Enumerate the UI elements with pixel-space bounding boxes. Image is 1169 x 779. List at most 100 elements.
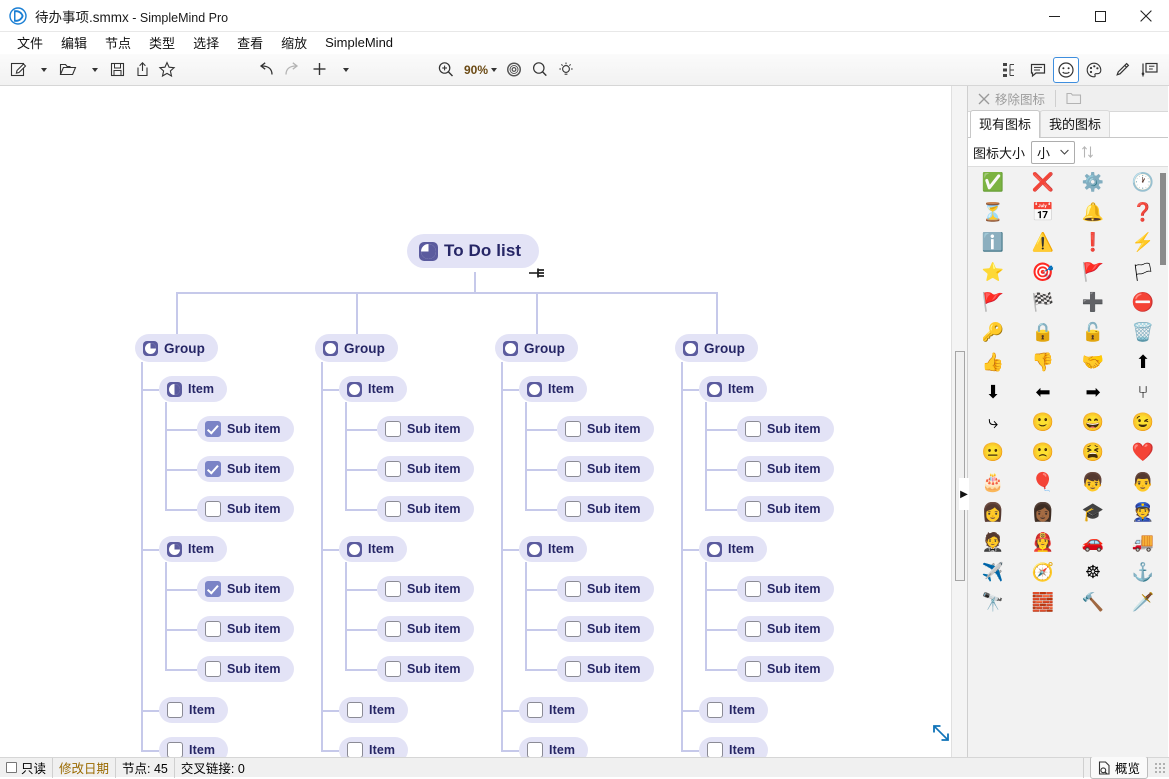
- progress-pie-icon[interactable]: [527, 381, 542, 397]
- favorite-star-icon[interactable]: [154, 57, 180, 83]
- smiley-grin-icon[interactable]: 😄: [1081, 412, 1105, 432]
- checkbox-unchecked-icon[interactable]: [565, 461, 581, 477]
- progress-pie-icon[interactable]: [503, 340, 518, 356]
- red-flag-icon[interactable]: 🚩: [981, 292, 1005, 312]
- mindmap-node-item-1-2[interactable]: Item: [159, 536, 228, 562]
- businessman-icon[interactable]: 🤵: [981, 532, 1005, 552]
- binoculars-icon[interactable]: 🔭: [981, 592, 1005, 612]
- bell-icon[interactable]: 🔔: [1081, 202, 1105, 222]
- progress-pie-icon[interactable]: [167, 381, 182, 397]
- calendar-icon[interactable]: 📅: [1031, 202, 1055, 222]
- mindmap-node-subitem-1-2-2[interactable]: Sub item: [197, 616, 294, 642]
- overview-button[interactable]: 概览: [1089, 756, 1148, 779]
- progress-pie-icon[interactable]: [167, 541, 182, 557]
- mindmap-node-subitem-4-1-2[interactable]: Sub item: [737, 456, 834, 482]
- progress-pie-icon[interactable]: [419, 241, 438, 261]
- checkbox-unchecked-icon[interactable]: [745, 501, 761, 517]
- mindmap-node-item-4-3[interactable]: Item: [699, 697, 769, 723]
- checkbox-checked-icon[interactable]: [205, 461, 221, 477]
- fit-to-screen-icon[interactable]: [931, 723, 953, 745]
- checkbox-unchecked-icon[interactable]: [205, 661, 221, 677]
- mindmap-node-subitem-2-2-2[interactable]: Sub item: [377, 616, 474, 642]
- checkbox-unchecked-icon[interactable]: [745, 621, 761, 637]
- menu-simplemind[interactable]: SimpleMind: [325, 35, 394, 50]
- icon-size-select[interactable]: 小: [1031, 140, 1076, 164]
- brick-wall-icon[interactable]: 🧱: [1031, 592, 1055, 612]
- menu-edit[interactable]: 编辑: [61, 36, 88, 51]
- tab-existing-icons[interactable]: 现有图标: [970, 110, 1041, 138]
- icons-panel-icon[interactable]: [1053, 57, 1079, 83]
- arrow-down-circle-icon[interactable]: ⬇: [985, 382, 1001, 402]
- checkbox-unchecked-icon[interactable]: [167, 702, 183, 718]
- presentation-icon[interactable]: [1137, 57, 1163, 83]
- checkbox-checked-icon[interactable]: [205, 581, 221, 597]
- firefighter-icon[interactable]: 👩‍🚒: [1031, 532, 1055, 552]
- mindmap-node-subitem-4-1-1[interactable]: Sub item: [737, 416, 834, 442]
- mindmap-node-group-2[interactable]: Group: [315, 334, 398, 362]
- close-button[interactable]: [1123, 0, 1169, 32]
- hammer-icon[interactable]: 🔨: [1081, 592, 1105, 612]
- checkbox-unchecked-icon[interactable]: [745, 461, 761, 477]
- mindmap-node-root[interactable]: To Do list: [407, 234, 540, 268]
- readonly-toggle[interactable]: 只读: [0, 757, 54, 778]
- checkbox-unchecked-icon[interactable]: [707, 742, 723, 757]
- modified-date-cell[interactable]: 修改日期: [53, 757, 117, 778]
- person-woman-red-icon[interactable]: 👩: [981, 502, 1005, 522]
- minus-circle-icon[interactable]: ⛔: [1131, 292, 1155, 312]
- mindmap-node-subitem-3-2-1[interactable]: Sub item: [557, 576, 654, 602]
- target-dart-icon[interactable]: 🎯: [1031, 262, 1055, 282]
- arrow-left-circle-icon[interactable]: ⬅: [1035, 382, 1051, 402]
- ship-wheel-icon[interactable]: ☸: [1084, 562, 1102, 582]
- redo-icon[interactable]: [279, 57, 306, 83]
- icon-grid-pane[interactable]: ✅❌⚙️🕐⏳📅🔔❓ℹ️⚠️❗⚡⭐🎯🚩🏳🚩🏁➕⛔🔑🔒🔓🗑️👍👎🤝⬆⬇⬅➡⑂⤷🙂😄😉…: [968, 166, 1168, 757]
- compass-icon[interactable]: 🧭: [1031, 562, 1055, 582]
- minimize-button[interactable]: [1031, 0, 1077, 32]
- add-node-icon[interactable]: [306, 57, 333, 83]
- mindmap-node-group-4[interactable]: Group: [675, 334, 758, 362]
- mindmap-node-group-3[interactable]: Group: [495, 334, 578, 362]
- mindmap-node-item-3-1[interactable]: Item: [519, 376, 588, 402]
- open-folder-dropdown[interactable]: [82, 57, 106, 83]
- checkered-flag-icon[interactable]: 🏁: [1031, 292, 1055, 312]
- smiley-weary-icon[interactable]: 😫: [1081, 442, 1105, 462]
- mindmap-node-subitem-2-1-1[interactable]: Sub item: [377, 416, 474, 442]
- checkbox-unchecked-icon[interactable]: [565, 501, 581, 517]
- exclamation-diamond-icon[interactable]: ❗: [1081, 232, 1105, 252]
- police-officer-icon[interactable]: 👮: [1131, 502, 1155, 522]
- checkbox-unchecked-icon[interactable]: [385, 661, 401, 677]
- checkbox-unchecked-icon[interactable]: [205, 501, 221, 517]
- split-arrows-icon[interactable]: ⑂: [1137, 382, 1149, 402]
- birthday-cake-icon[interactable]: 🎂: [981, 472, 1005, 492]
- info-icon[interactable]: ℹ️: [981, 232, 1005, 252]
- check-circle-icon[interactable]: ✅: [981, 172, 1005, 192]
- progress-pie-icon[interactable]: [707, 541, 722, 557]
- mindmap-node-item-4-2[interactable]: Item: [699, 536, 768, 562]
- heart-icon[interactable]: ❤️: [1131, 442, 1155, 462]
- icons-panel-scrollbar[interactable]: [1159, 167, 1168, 757]
- canvas-scroll-thumb[interactable]: [955, 351, 965, 581]
- mindmap-node-subitem-1-1-2[interactable]: Sub item: [197, 456, 294, 482]
- mindmap-node-subitem-3-1-1[interactable]: Sub item: [557, 416, 654, 442]
- checkbox-unchecked-icon[interactable]: [565, 421, 581, 437]
- checkbox-unchecked-icon[interactable]: [205, 621, 221, 637]
- key-icon[interactable]: 🔑: [981, 322, 1005, 342]
- resize-grip-icon[interactable]: [1154, 761, 1166, 774]
- progress-pie-icon[interactable]: [683, 340, 698, 356]
- plus-circle-icon[interactable]: ➕: [1081, 292, 1105, 312]
- mindmap-node-subitem-2-1-2[interactable]: Sub item: [377, 456, 474, 482]
- new-document-dropdown[interactable]: [31, 57, 55, 83]
- progress-pie-icon[interactable]: [323, 340, 338, 356]
- handshake-icon[interactable]: 🤝: [1081, 352, 1105, 372]
- collapse-handle-icon[interactable]: [528, 266, 550, 280]
- mindmap-node-group-1[interactable]: Group: [135, 334, 218, 362]
- add-node-dropdown[interactable]: [333, 57, 357, 83]
- smiley-neutral-icon[interactable]: 😐: [981, 442, 1005, 462]
- open-folder-icon[interactable]: [55, 57, 82, 83]
- mindmap-node-subitem-1-2-1[interactable]: Sub item: [197, 576, 294, 602]
- person-man-icon[interactable]: 👨: [1131, 472, 1155, 492]
- menu-select[interactable]: 选择: [193, 36, 220, 51]
- mindmap-node-item-4-1[interactable]: Item: [699, 376, 768, 402]
- maximize-button[interactable]: [1077, 0, 1123, 32]
- mindmap-node-item-3-3[interactable]: Item: [519, 697, 589, 723]
- orange-flag-icon[interactable]: 🏳: [1131, 262, 1155, 282]
